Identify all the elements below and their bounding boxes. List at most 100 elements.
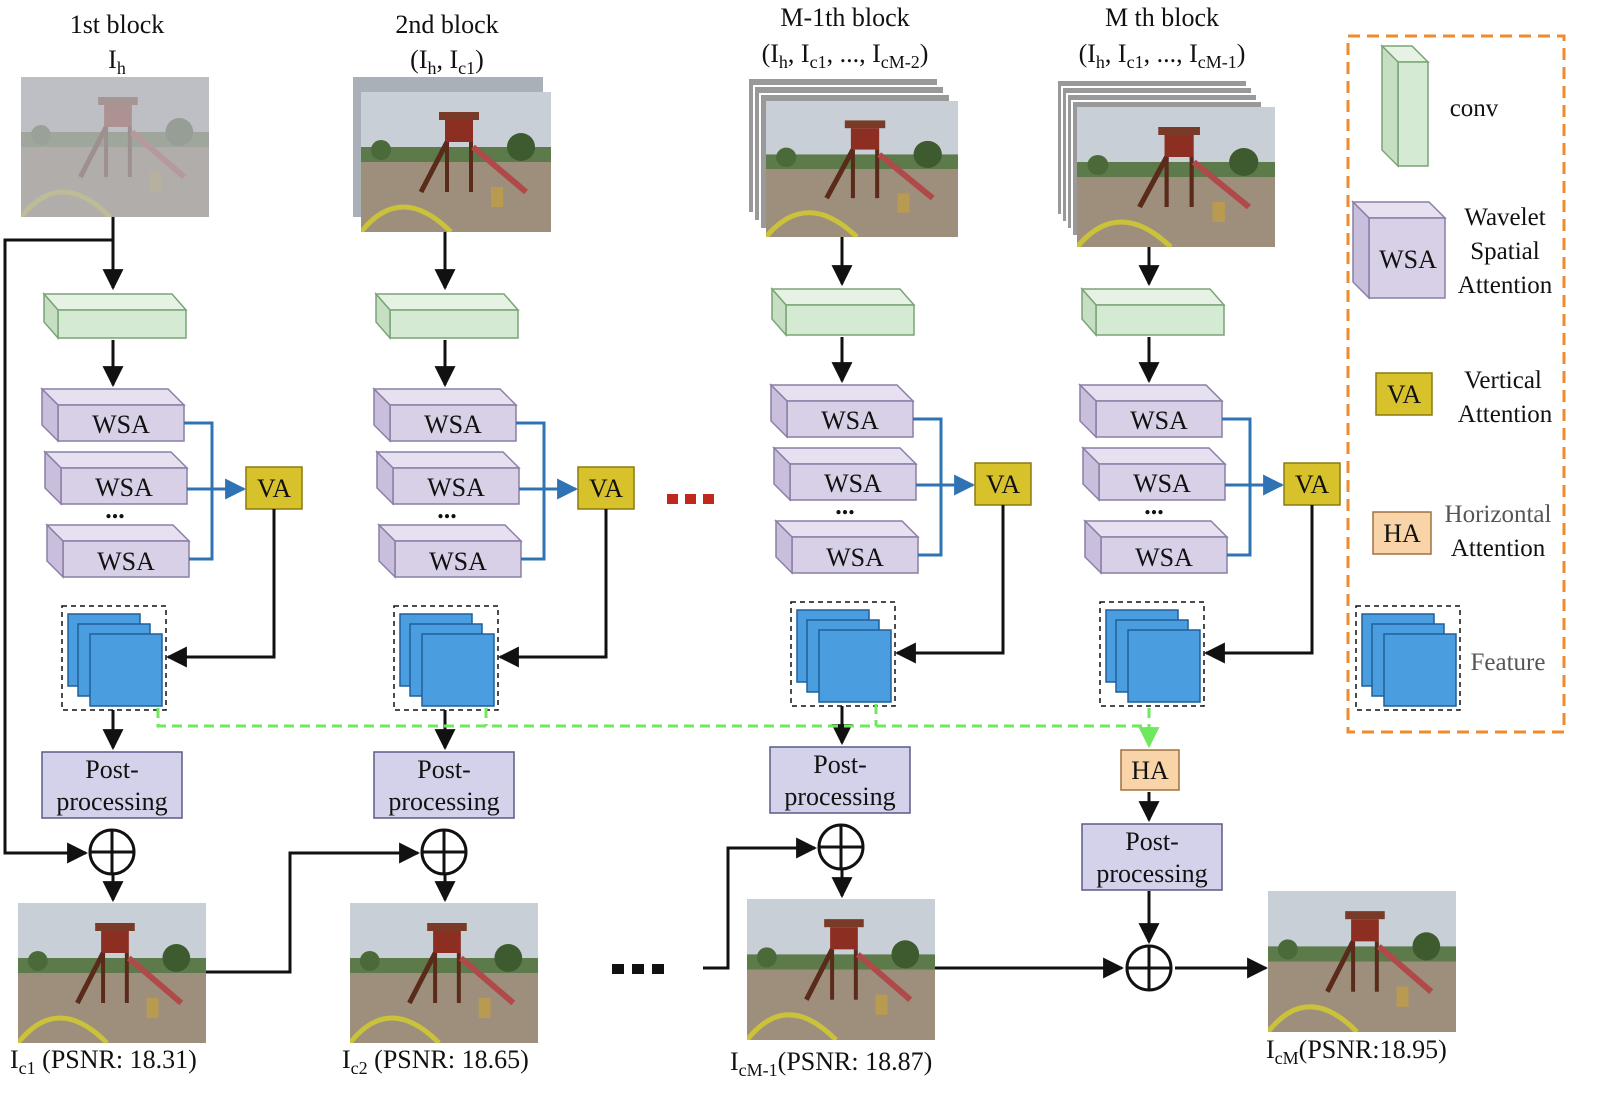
legend-wsa-label-1: Wavelet: [1464, 204, 1545, 231]
blockM-ha: HA: [1120, 749, 1180, 791]
legend-ha-label-1: Horizontal: [1445, 501, 1552, 528]
block2-input-label: (Ih, Ic1): [410, 45, 484, 78]
svg-text:WSA: WSA: [97, 547, 155, 576]
svg-text:WSA: WSA: [429, 547, 487, 576]
blockM1-post-processing: Post- processing: [769, 746, 911, 814]
block1-va: VA: [245, 466, 303, 510]
blockM-feature-stack: [1099, 601, 1205, 707]
blockM-conv: [1080, 287, 1226, 337]
block1-add-node: [88, 828, 136, 876]
block1-output-caption: Ic1 (PSNR: 18.31): [10, 1045, 197, 1078]
svg-text:HA: HA: [1131, 756, 1169, 785]
blockM-post-processing: Post- processing: [1081, 823, 1223, 891]
red-ellipsis: [667, 494, 714, 504]
final-output-image: [1268, 891, 1456, 1032]
block1-wsa-ellipsis: ...: [105, 495, 125, 524]
blockM1-title: M-1th block: [780, 3, 909, 32]
block2-output-caption: Ic2 (PSNR: 18.65): [342, 1045, 529, 1078]
block2-output-image: [350, 903, 538, 1043]
svg-text:WSA: WSA: [1130, 406, 1188, 435]
blockM-add-node: [1125, 944, 1173, 992]
svg-text:processing: processing: [388, 787, 499, 816]
legend-ha-label-2: Attention: [1451, 535, 1546, 562]
legend-va-label-1: Vertical: [1464, 367, 1542, 394]
block1-post-processing: Post- processing: [41, 751, 183, 819]
svg-text:processing: processing: [784, 782, 895, 811]
blockM-input-label: (Ih, Ic1, ..., IcM-1): [1079, 39, 1246, 72]
block1-hazy-input-image: [21, 77, 209, 217]
block1-wsa-1: WSA: [40, 387, 186, 443]
svg-text:VA: VA: [589, 474, 623, 503]
blockM1-feature-stack: [790, 601, 896, 707]
svg-text:HA: HA: [1383, 519, 1421, 548]
blockM1-input-images: [747, 77, 958, 237]
block1-title: 1st block: [70, 10, 165, 39]
blockM1-wsa-ellipsis: ...: [835, 491, 855, 520]
blockM-wsa-to-va-connector: [1222, 417, 1285, 557]
svg-text:VA: VA: [1295, 470, 1329, 499]
blockM1-input-label: (Ih, Ic1, ..., IcM-2): [762, 39, 929, 72]
blockM-wsa-1: WSA: [1078, 383, 1224, 439]
legend-wsa-icon: WSA: [1351, 200, 1447, 300]
blockM1-output-caption: IcM-1(PSNR: 18.87): [730, 1047, 932, 1080]
svg-text:Post-: Post-: [813, 750, 866, 779]
svg-text:WSA: WSA: [821, 406, 879, 435]
svg-text:WSA: WSA: [95, 473, 153, 502]
blockM1-add-node: [817, 823, 865, 871]
block2-post-processing: Post- processing: [373, 751, 515, 819]
block1-input-label: Ih: [108, 45, 126, 78]
blockM1-conv: [770, 287, 916, 337]
svg-text:WSA: WSA: [1135, 543, 1193, 572]
svg-text:processing: processing: [1096, 859, 1207, 888]
blockM-wsa-ellipsis: ...: [1144, 491, 1164, 520]
blockM1-va: VA: [974, 462, 1032, 506]
legend-ha-icon: HA: [1372, 511, 1432, 555]
block2-title: 2nd block: [395, 10, 498, 39]
block1-wsa-2: WSA: [43, 450, 189, 506]
final-output-caption: IcM(PSNR:18.95): [1266, 1035, 1447, 1068]
blockM-input-images: [1056, 79, 1275, 247]
blockM1-wsa-n: WSA: [774, 519, 920, 575]
blockM1-wsa-2: WSA: [772, 446, 918, 502]
svg-text:WSA: WSA: [427, 473, 485, 502]
svg-text:processing: processing: [56, 787, 167, 816]
legend-feature-label: Feature: [1471, 649, 1546, 676]
legend-conv-icon: [1380, 44, 1430, 168]
flow-arrows: [3, 217, 1314, 979]
legend-va-icon: VA: [1375, 372, 1433, 416]
block2-wsa-ellipsis: ...: [437, 495, 457, 524]
svg-text:WSA: WSA: [1379, 245, 1437, 274]
block2-feature-stack: [393, 605, 499, 711]
svg-text:VA: VA: [257, 474, 291, 503]
block2-conv: [374, 292, 520, 340]
legend-wsa-label-3: Attention: [1458, 272, 1553, 299]
svg-text:WSA: WSA: [424, 410, 482, 439]
output-ellipsis: [612, 964, 664, 974]
block1-wsa-to-va-connector: [184, 421, 247, 561]
svg-text:WSA: WSA: [826, 543, 884, 572]
blockM-va: VA: [1283, 462, 1341, 506]
block2-wsa-2: WSA: [375, 450, 521, 506]
block1-wsa-n: WSA: [45, 523, 191, 579]
svg-text:Post-: Post-: [85, 755, 138, 784]
svg-text:Post-: Post-: [1125, 827, 1178, 856]
svg-text:WSA: WSA: [1133, 469, 1191, 498]
blockM1-output-image: [747, 899, 935, 1040]
legend-conv-label: conv: [1450, 95, 1499, 122]
legend: conv WSA Wavelet Spatial Attention VA Ve…: [1346, 34, 1566, 734]
svg-text:WSA: WSA: [824, 469, 882, 498]
legend-wsa-label-2: Spatial: [1470, 238, 1539, 265]
block2-input-images: [353, 77, 551, 232]
block1-conv: [42, 292, 188, 340]
block2-wsa-1: WSA: [372, 387, 518, 443]
blockM1-wsa-1: WSA: [769, 383, 915, 439]
block1-output-image: [18, 903, 206, 1043]
block2-add-node: [420, 828, 468, 876]
legend-feature-icon: [1355, 605, 1461, 711]
blockM1-wsa-to-va-connector: [913, 417, 976, 557]
blockM-wsa-n: WSA: [1083, 519, 1229, 575]
feature-link-dashed: [156, 704, 1160, 749]
block2-va: VA: [577, 466, 635, 510]
svg-text:WSA: WSA: [92, 410, 150, 439]
svg-text:Post-: Post-: [417, 755, 470, 784]
